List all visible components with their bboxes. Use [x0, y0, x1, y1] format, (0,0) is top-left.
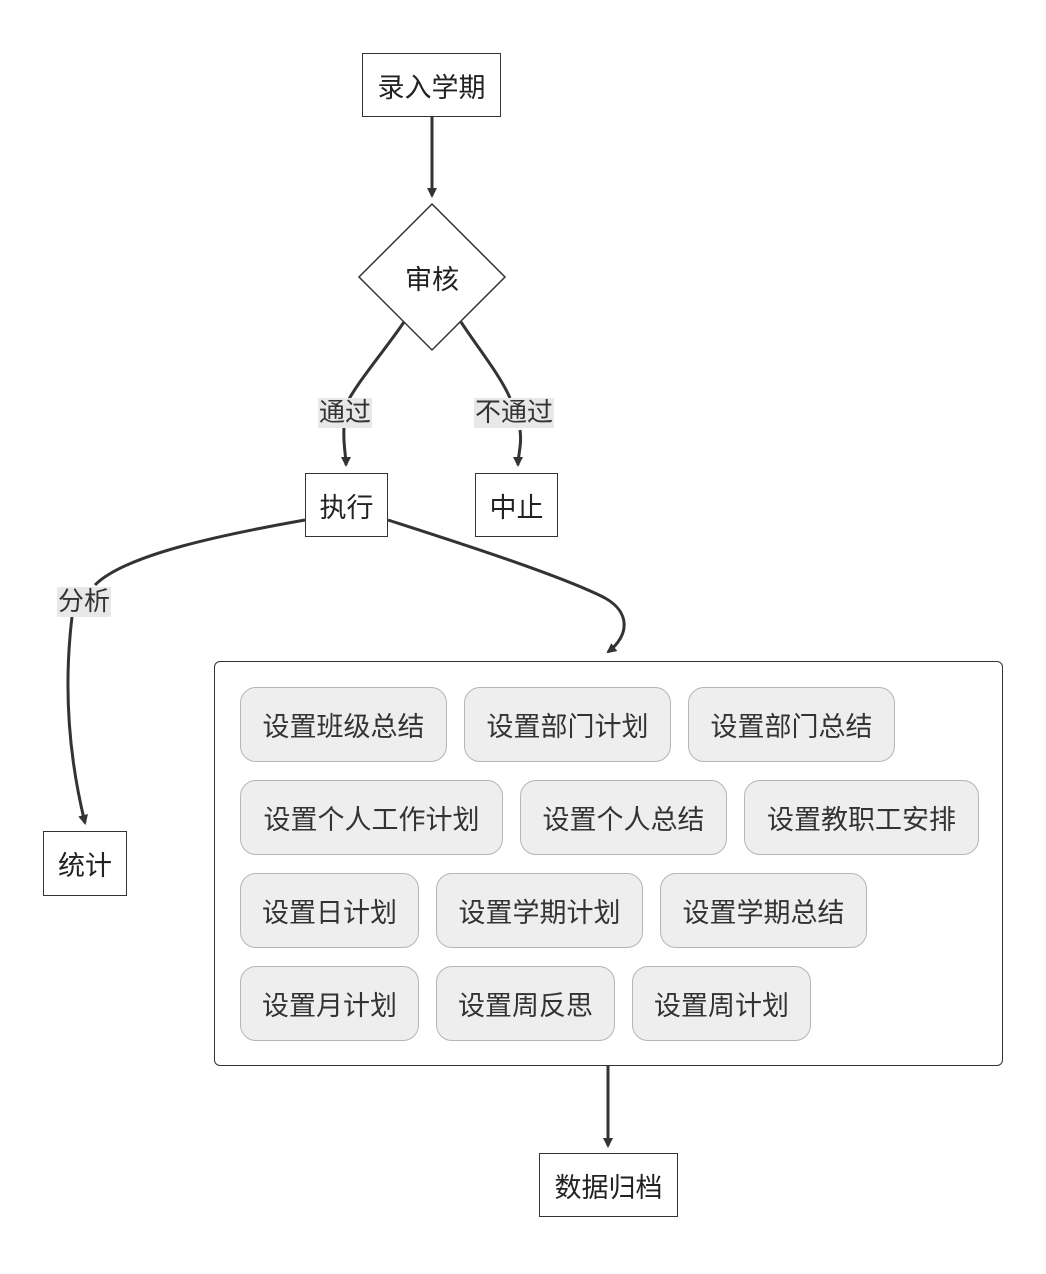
setting-item: 设置教职工安排: [744, 780, 979, 855]
setting-item: 设置部门总结: [688, 687, 895, 762]
node-review-label: 审核: [405, 264, 459, 296]
node-statistics-label: 统计: [58, 851, 112, 882]
node-execute-label: 执行: [319, 492, 374, 524]
setting-item: 设置个人总结: [520, 780, 727, 855]
node-enter-term-label: 录入学期: [377, 72, 486, 104]
node-terminate-label: 中止: [489, 492, 544, 524]
setting-item: 设置周计划: [632, 966, 811, 1041]
node-execute: 执行: [305, 473, 388, 537]
node-terminate: 中止: [475, 473, 558, 537]
edge-label-analyze: 分析: [57, 587, 112, 617]
edge-label-fail: 不通过: [474, 398, 555, 428]
setting-item: 设置日计划: [240, 873, 419, 948]
node-archive-label: 数据归档: [554, 1172, 663, 1204]
node-review: 审核: [359, 204, 505, 350]
node-archive: 数据归档: [539, 1153, 678, 1217]
review-diamond-shape: [357, 202, 507, 352]
setting-item: 设置个人工作计划: [240, 780, 503, 855]
edge-execute-to-group: [387, 518, 626, 654]
settings-group: 设置班级总结 设置部门计划 设置部门总结 设置个人工作计划 设置个人总结 设置教…: [214, 661, 1003, 1066]
setting-item: 设置周反思: [436, 966, 615, 1041]
setting-item: 设置学期总结: [660, 873, 867, 948]
node-statistics: 统计: [43, 831, 127, 896]
setting-item: 设置学期计划: [436, 873, 643, 948]
setting-item: 设置部门计划: [464, 687, 671, 762]
edge-execute-to-statistics: [66, 518, 306, 823]
edge-label-pass: 通过: [318, 398, 373, 428]
setting-item: 设置班级总结: [240, 687, 447, 762]
edge-review-to-terminate: [459, 321, 521, 465]
node-enter-term: 录入学期: [362, 53, 501, 117]
setting-item: 设置月计划: [240, 966, 419, 1041]
